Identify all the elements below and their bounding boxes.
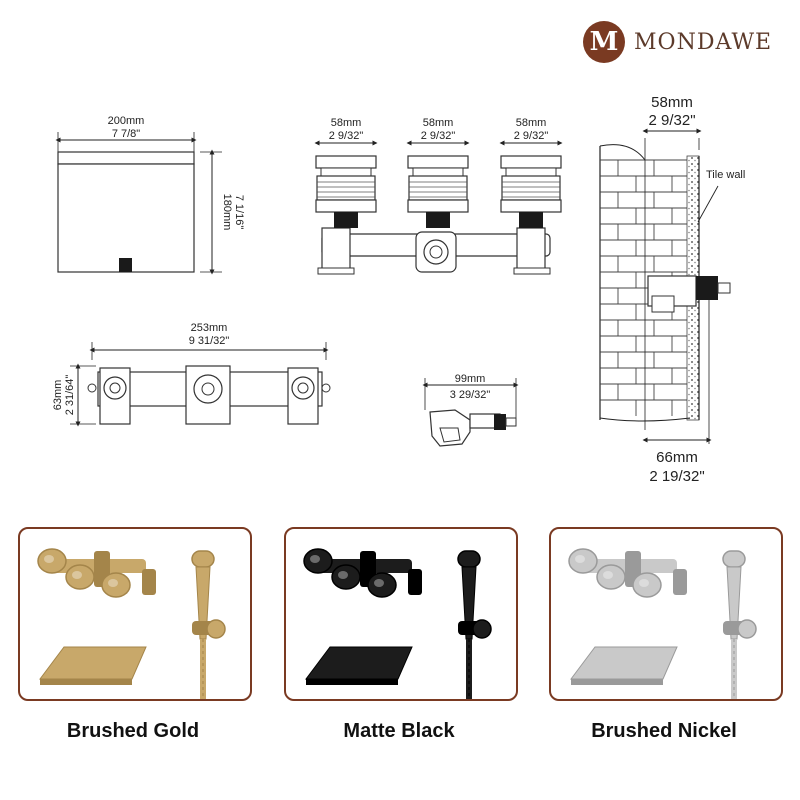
finish-card-brushed-nickel[interactable] xyxy=(549,527,783,701)
wall-bottom-in: 2 19/32" xyxy=(649,468,704,485)
wall-top-mm: 58mm xyxy=(651,94,693,111)
wall-top-in: 2 9/32" xyxy=(648,112,695,129)
valve-handle-icon xyxy=(407,155,469,228)
finish-product-image xyxy=(303,548,492,699)
technical-drawing: 200mm 7 7/8" 180mm 7 1/16" 58mm 2 9/32" … xyxy=(52,94,745,485)
handle-1-in: 2 9/32" xyxy=(329,130,364,142)
finish-card-brushed-gold[interactable] xyxy=(18,527,252,701)
valve-top-drawing: 253mm 9 31/32" 63mm 2 31/64" xyxy=(52,322,331,427)
valve-height-mm: 63mm xyxy=(52,380,64,411)
valve-height-in: 2 31/64" xyxy=(64,375,76,416)
valve-handle-icon xyxy=(500,155,562,228)
handle-2-in: 2 9/32" xyxy=(421,130,456,142)
finish-label: Brushed Nickel xyxy=(591,720,737,742)
brand-logo: M MONDAWE xyxy=(583,20,773,64)
outlet-mm: 99mm xyxy=(455,373,486,385)
valve-width-mm: 253mm xyxy=(191,322,228,334)
cover-width-mm: 200mm xyxy=(108,115,145,127)
handle-2-mm: 58mm xyxy=(423,117,454,129)
finish-label: Matte Black xyxy=(343,720,455,742)
handle-3-mm: 58mm xyxy=(516,117,547,129)
cover-width-in: 7 7/8" xyxy=(112,128,140,140)
wall-bottom-mm: 66mm xyxy=(656,449,698,466)
outlet-in: 3 29/32" xyxy=(450,389,491,401)
handle-1-mm: 58mm xyxy=(331,117,362,129)
outlet-drawing: 99mm 3 29/32" xyxy=(422,373,519,447)
logo-mark-icon: M xyxy=(583,21,625,63)
cover-height-in: 7 1/16" xyxy=(233,195,245,230)
cover-plate-drawing: 200mm 7 7/8" 180mm 7 1/16" xyxy=(55,115,245,275)
finish-product-image xyxy=(568,548,757,699)
tile-wall-label: Tile wall xyxy=(706,169,745,181)
cover-height-mm: 180mm xyxy=(221,194,233,231)
valve-front-drawing xyxy=(317,227,551,275)
handle-3-in: 2 9/32" xyxy=(514,130,549,142)
wall-section-drawing: 58mm 2 9/32" Tile wall 66mm 2 19/32" xyxy=(599,94,745,485)
finish-product-image xyxy=(37,548,226,699)
finish-label: Brushed Gold xyxy=(66,720,200,742)
finish-card-matte-black[interactable] xyxy=(284,527,518,701)
handle-dimensions: 58mm 2 9/32" 58mm 2 9/32" 58mm 2 9/32" xyxy=(314,117,563,146)
valve-handle-icon xyxy=(315,155,377,228)
valve-width-in: 9 31/32" xyxy=(189,335,230,347)
brand-name: MONDAWE xyxy=(634,29,773,55)
